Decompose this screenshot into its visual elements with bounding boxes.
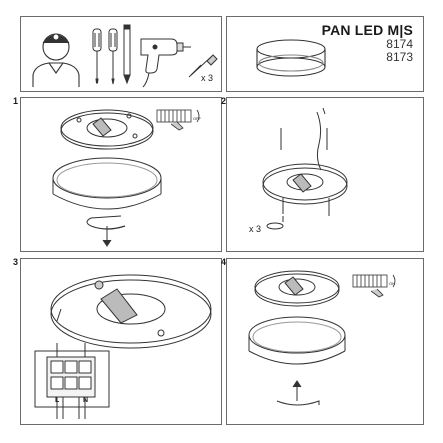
step-2-panel: 2 x 3 [221, 96, 424, 252]
product-name: PAN LED M|S [321, 22, 413, 38]
model-code-1: 8174 [386, 37, 413, 51]
screw-count-label: x 3 [201, 73, 214, 83]
step-1-illustration [52, 109, 200, 247]
breaker-off-icon [156, 109, 200, 131]
terminal-block-inset [34, 343, 110, 419]
lamp-product-illustration [256, 39, 326, 77]
model-code-2: 8173 [386, 50, 413, 64]
step-3-panel: 3 L N [13, 257, 222, 425]
pencil-icon [123, 24, 131, 85]
product-panel: PAN LED M|S 8174 8173 [226, 16, 424, 92]
step-2-screw-count: x 3 [249, 224, 262, 234]
screw-anchor-icon [188, 54, 218, 78]
step-4-number: 4 [221, 257, 227, 267]
step-2-illustration [262, 107, 348, 230]
step-4-power-state: ON [389, 281, 395, 286]
breaker-on-icon [352, 274, 396, 298]
product-title-block: PAN LED M|S 8174 8173 [322, 23, 413, 63]
step-1-panel: 1 OFF [13, 96, 222, 252]
step-1-number: 1 [13, 96, 19, 106]
step-3-illustration [34, 274, 212, 419]
phillips-screwdriver-icon [108, 28, 118, 85]
flat-screwdriver-icon [92, 28, 102, 84]
installer-person-icon [32, 33, 80, 87]
step-4-illustration [248, 270, 396, 406]
step-4-panel: 4 ON [221, 257, 424, 425]
drill-icon [140, 38, 191, 88]
terminal-label-l: L [55, 397, 60, 404]
step-2-number: 2 [221, 96, 227, 106]
tools-illustration [32, 24, 218, 88]
step-1-power-state: OFF [193, 116, 201, 121]
step-3-number: 3 [13, 257, 19, 267]
tools-panel: x 3 [20, 16, 222, 92]
terminal-label-n: N [83, 397, 89, 404]
